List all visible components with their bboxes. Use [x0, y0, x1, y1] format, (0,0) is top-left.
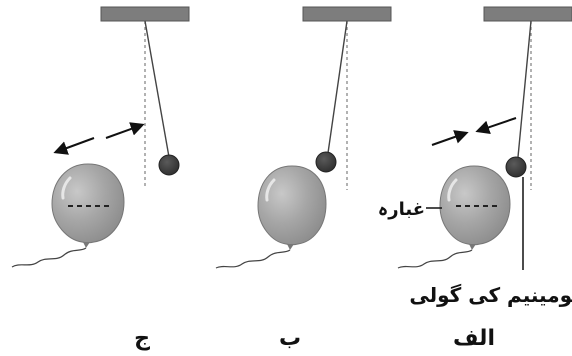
ball-label: ایلومینیم کی گولی	[409, 283, 572, 307]
panel-b: ب	[215, 6, 392, 351]
thread	[327, 20, 348, 154]
panel-c: ج	[11, 6, 190, 351]
panel-label-c: ج	[134, 326, 150, 351]
panel-label-b: ب	[279, 326, 301, 351]
arrow-right	[105, 122, 145, 139]
support-bar	[100, 6, 190, 22]
aluminium-ball	[158, 154, 180, 176]
balloon	[11, 163, 125, 268]
aluminium-ball	[505, 156, 527, 178]
aluminium-ball	[315, 151, 337, 173]
panel-label-a: الف	[453, 326, 495, 351]
balloon-label: غبارہ	[378, 199, 425, 220]
balloon	[397, 165, 511, 269]
balloon	[215, 165, 327, 269]
arrow-left	[53, 137, 95, 155]
thread	[517, 20, 532, 158]
support-bar	[483, 6, 572, 22]
panel-a: غبارہ ایلومینیم کی گولی الف	[378, 6, 572, 351]
arrow-left	[475, 117, 517, 134]
arrow-right	[431, 130, 469, 146]
thread	[144, 20, 170, 158]
support-bar	[302, 6, 392, 22]
